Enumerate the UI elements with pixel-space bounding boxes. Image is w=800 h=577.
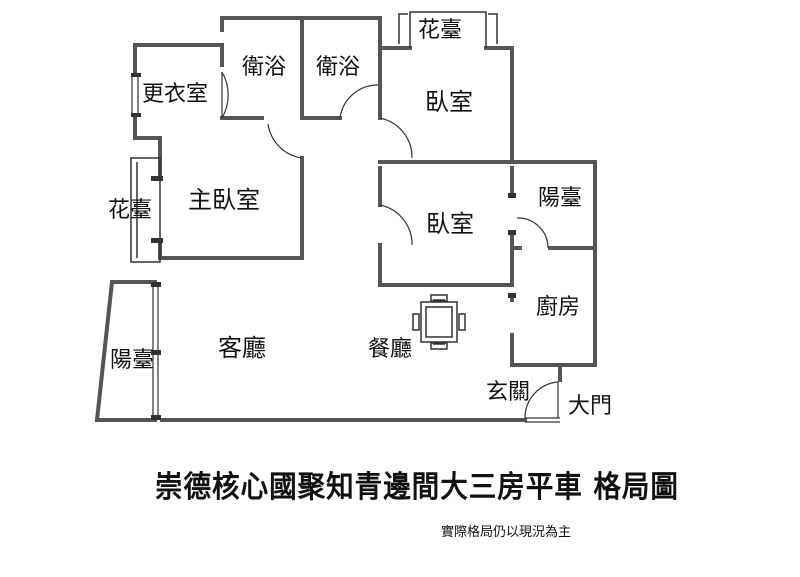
walkin-closet-label: 更衣室: [142, 82, 209, 107]
bath-2-label: 衛浴: [316, 55, 361, 80]
planter-top: [398, 11, 498, 48]
wall-stubs: [131, 73, 516, 420]
planter-top-label: 花臺: [418, 18, 463, 43]
planter-left: [130, 157, 161, 263]
living-room-label: 客廳: [218, 334, 266, 362]
planter-left-label: 花臺: [108, 198, 153, 223]
dining-room-label: 餐廳: [368, 337, 413, 362]
bedroom-top-label: 臥室: [425, 88, 473, 116]
entrance-label: 玄關: [486, 380, 531, 405]
kitchen-label: 廚房: [536, 295, 581, 320]
dining-table-icon: [412, 294, 466, 350]
floor-plan-title: 崇德核心國聚知青邊間大三房平車 格局圖: [155, 470, 679, 505]
bedroom-mid-label: 臥室: [426, 210, 474, 238]
master-bedroom-label: 主臥室: [188, 186, 260, 214]
bath-1-label: 衛浴: [242, 55, 287, 80]
balcony-left-label: 陽臺: [110, 348, 155, 373]
balcony-right-label: 陽臺: [538, 186, 583, 211]
window-frames: [131, 75, 560, 423]
front-door-label: 大門: [568, 394, 613, 419]
disclaimer-note: 實際格局仍以現況為主: [441, 525, 572, 540]
door-swings: [221, 71, 559, 419]
